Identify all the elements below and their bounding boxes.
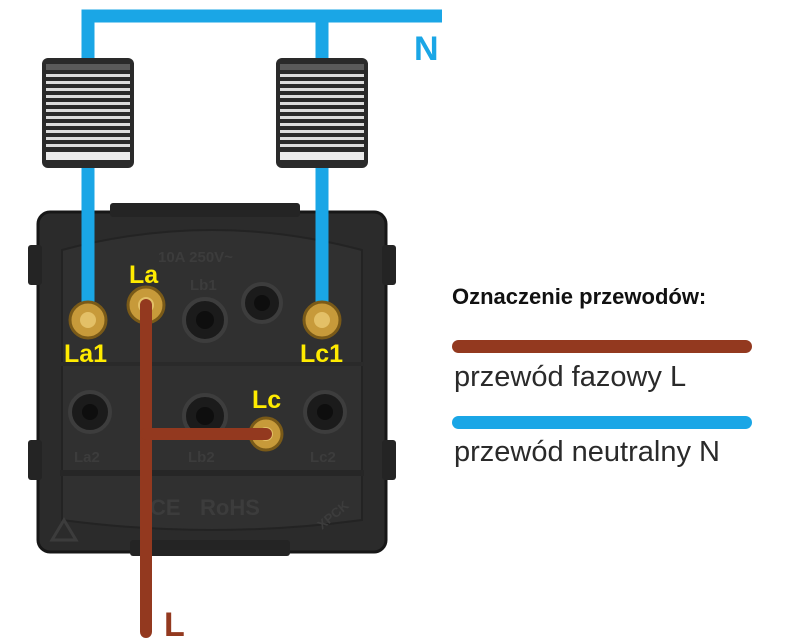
load-left [42, 58, 134, 168]
rating-marking: 10A 250V~ [158, 249, 233, 266]
legend-label-phase: przewód fazowy L [454, 361, 687, 393]
lc2-marking: Lc2 [310, 449, 336, 466]
la2-marking: La2 [74, 449, 100, 466]
phase-wire-label: L [164, 606, 185, 643]
terminal-label-lc1: Lc1 [300, 340, 343, 368]
legend-label-neutral: przewód neutralny N [454, 436, 720, 468]
legend-swatch-phase [452, 340, 752, 353]
legend-swatch-neutral [452, 416, 752, 429]
screw-la1 [68, 300, 108, 340]
screw-lc1 [302, 300, 342, 340]
lb2-marking: Lb2 [188, 449, 215, 466]
terminal-label-la: La [129, 261, 159, 289]
phase-wire [140, 299, 272, 638]
terminal-holes [68, 282, 347, 439]
rohs-marking: RoHS [200, 495, 260, 520]
recycle-icon [49, 517, 79, 542]
load-right [276, 58, 368, 168]
neutral-wire-label: N [414, 30, 439, 68]
terminal-label-la1: La1 [64, 340, 107, 368]
terminal-label-lc: Lc [252, 386, 281, 414]
lb1-marking: Lb1 [190, 277, 217, 294]
legend-title: Oznaczenie przewodów: [452, 284, 707, 309]
embossed-markings: 10A 250V~ Lb1 La2 Lb2 Lc2 CE RoHS XPCK [49, 249, 352, 542]
ce-marking: CE [150, 495, 181, 520]
